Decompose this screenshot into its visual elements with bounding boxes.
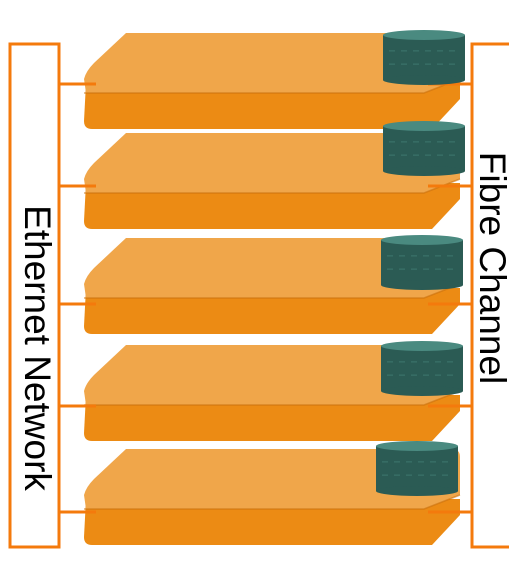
server-top-face — [84, 449, 460, 509]
server-1 — [59, 33, 472, 129]
disk-body — [381, 346, 463, 391]
disk-bottom — [383, 75, 465, 85]
server-front-face — [84, 288, 460, 334]
disk-body — [383, 35, 465, 80]
server-top-face — [84, 33, 460, 93]
fibre-channel-label: Fibre Channel — [472, 151, 509, 385]
storage-disk-5 — [376, 441, 458, 496]
disk-top — [383, 30, 465, 40]
server-front-face — [84, 83, 460, 129]
server-2 — [59, 133, 472, 229]
disk-bottom — [383, 166, 465, 176]
server-5 — [59, 449, 472, 545]
server-front-face — [84, 499, 460, 545]
server-front-face — [84, 183, 460, 229]
disk-body — [381, 240, 463, 285]
server-edge — [84, 390, 461, 406]
server-4 — [59, 345, 472, 441]
server-edge — [84, 494, 461, 510]
ethernet-network-bracket — [8, 42, 61, 549]
storage-disk-3 — [381, 235, 463, 290]
server-top-face — [84, 238, 460, 298]
disk-top — [381, 341, 463, 351]
disk-bottom — [381, 386, 463, 396]
disk-top — [376, 441, 458, 451]
disk-top — [383, 121, 465, 131]
fibre-channel-bracket — [470, 42, 509, 549]
disk-bottom — [381, 280, 463, 290]
server-front-face — [84, 395, 460, 441]
disk-body — [383, 126, 465, 171]
ethernet-network-label: Ethernet Network — [17, 205, 58, 491]
storage-disk-2 — [383, 121, 465, 176]
disk-bottom — [376, 486, 458, 496]
storage-disk-4 — [381, 341, 463, 396]
storage-disk-1 — [383, 30, 465, 85]
disk-body — [376, 446, 458, 491]
server-top-face — [84, 345, 460, 405]
disk-top — [381, 235, 463, 245]
server-top-face — [84, 133, 460, 193]
server-edge — [84, 178, 461, 194]
server-3 — [59, 238, 472, 334]
